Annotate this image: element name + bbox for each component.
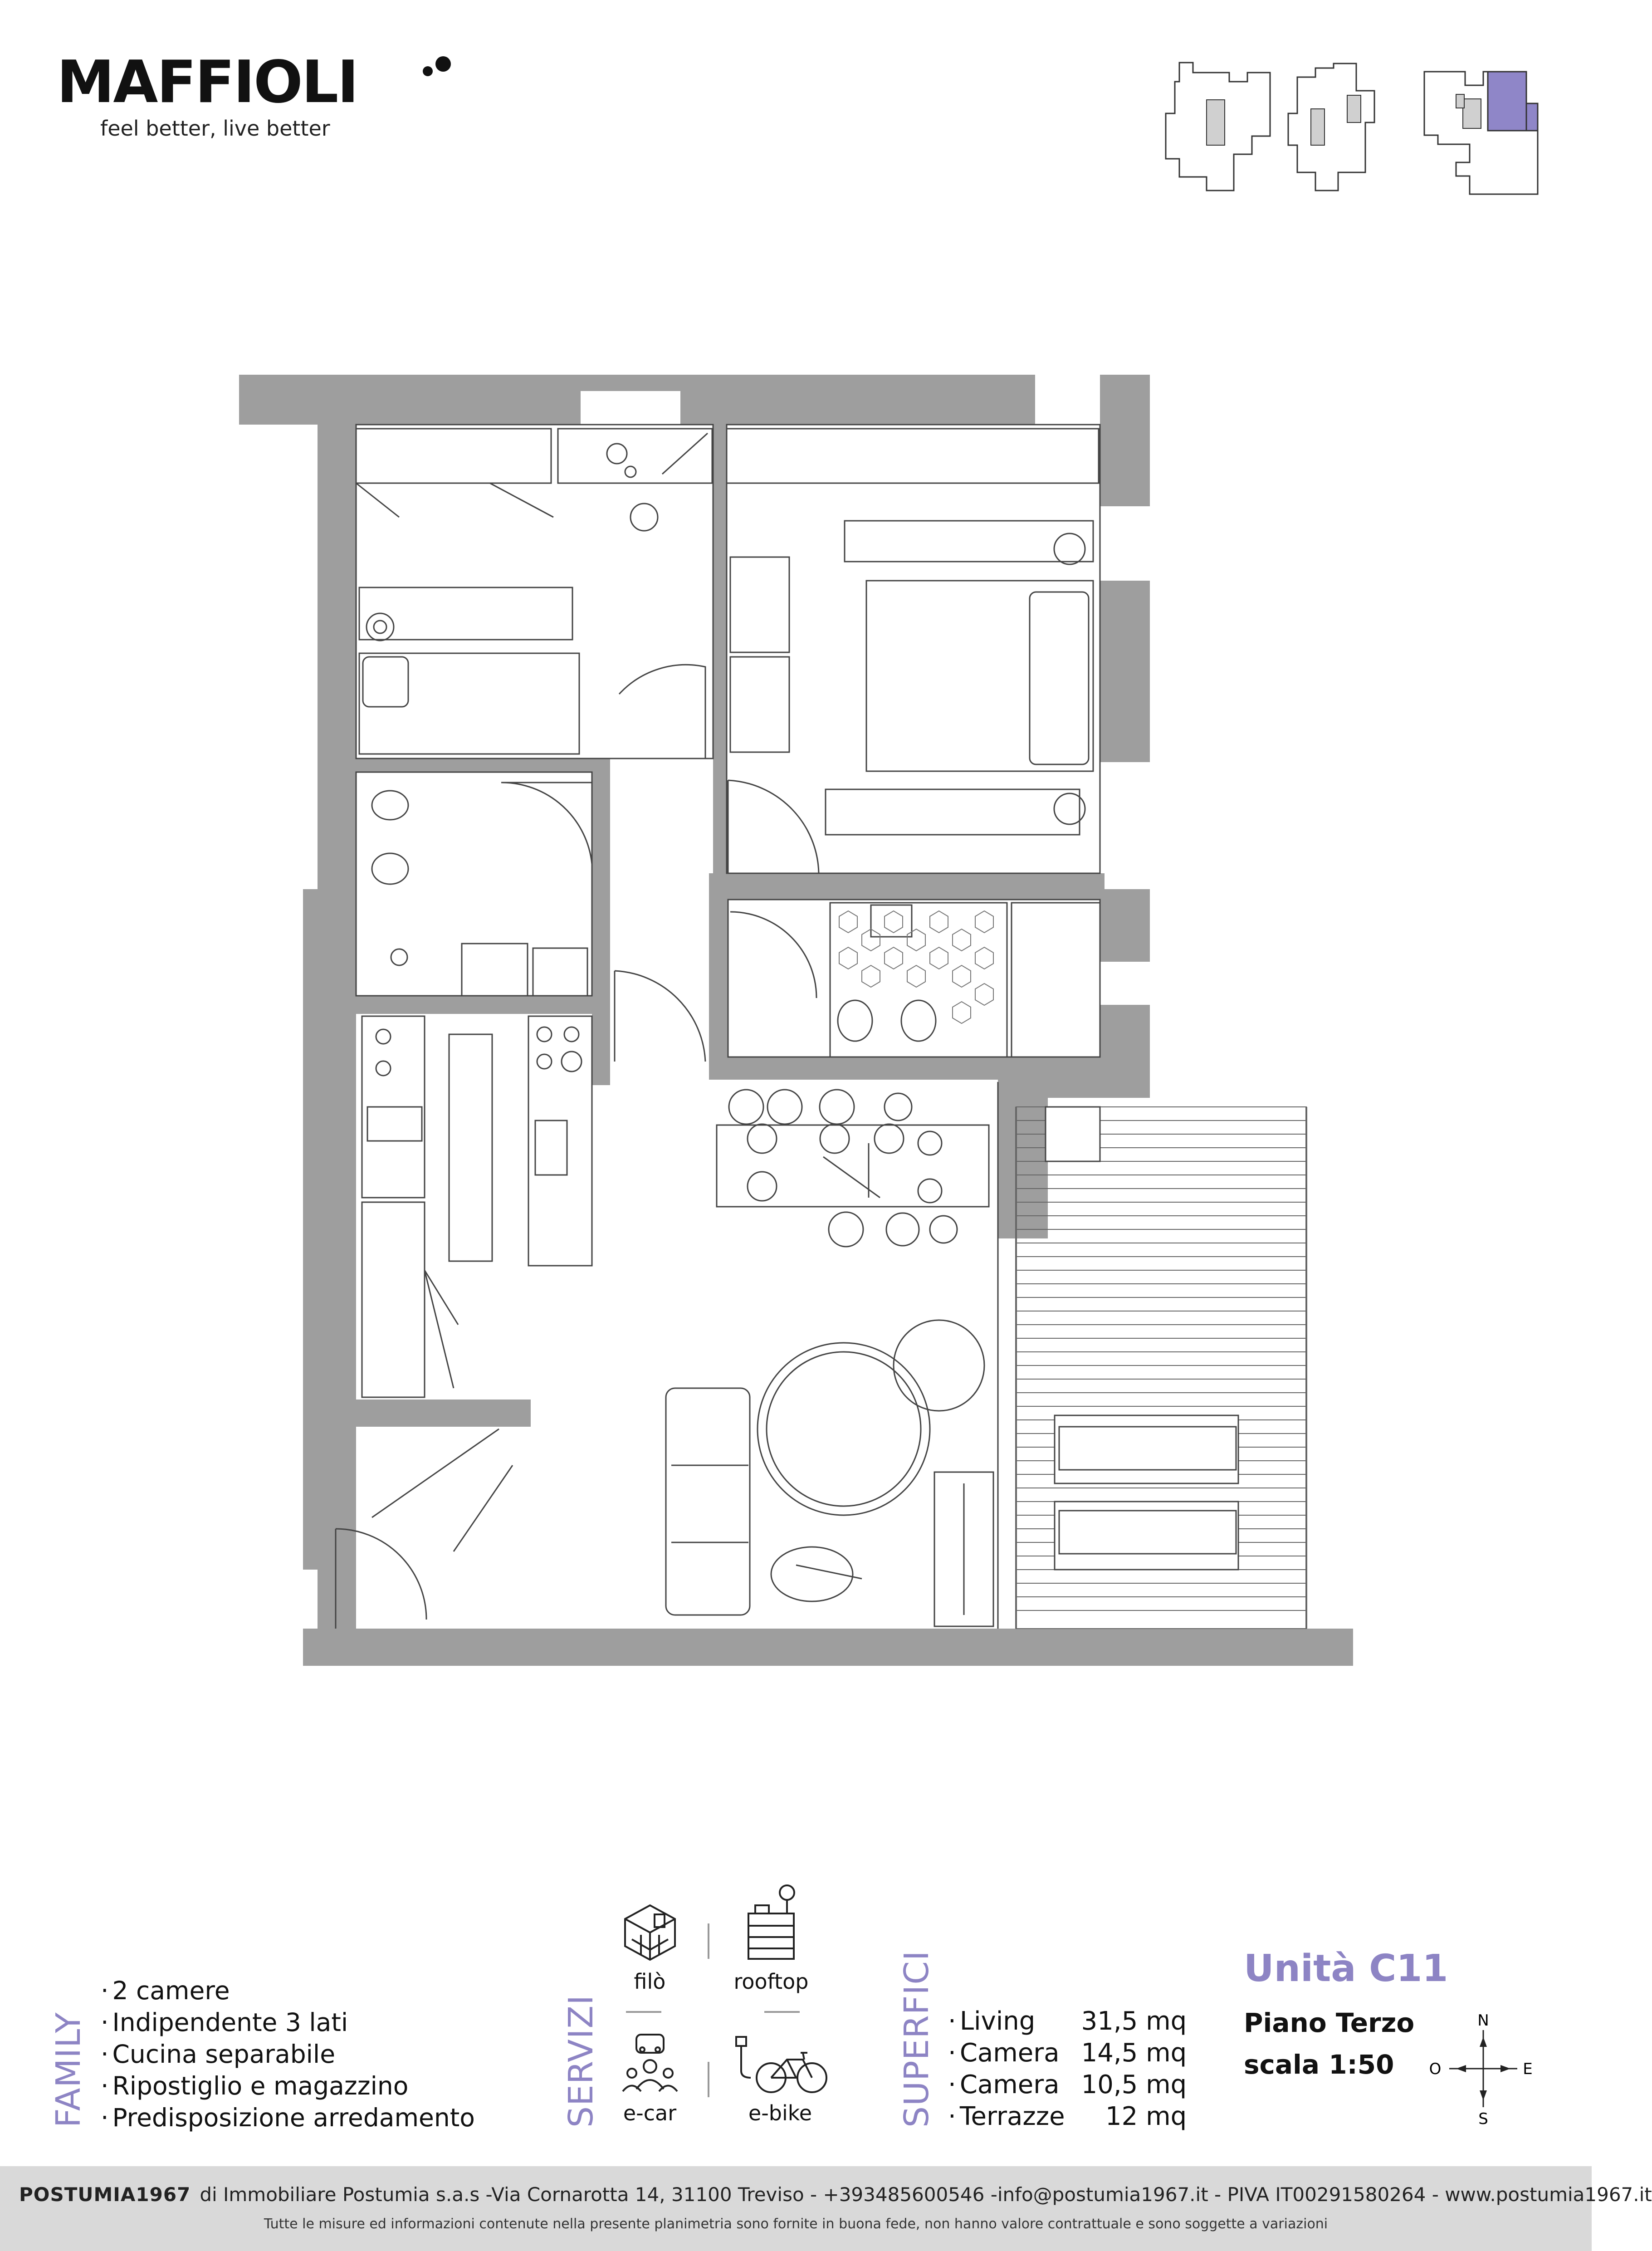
- compass-north: N: [1477, 2011, 1489, 2030]
- footer: POSTUMIA1967 di Immobiliare Postumia s.a.…: [0, 2166, 1652, 2251]
- brand-name: MAFFIOLI: [57, 49, 359, 116]
- service-filo: filò: [610, 1896, 689, 1994]
- floor-plan: [239, 375, 1353, 1666]
- service-divider: [708, 1923, 709, 1959]
- superfici-value: 14,5 mq: [1081, 2038, 1187, 2068]
- superfici-name: Camera: [948, 2069, 1065, 2101]
- compass-south: S: [1478, 2110, 1488, 2128]
- family-item: Predisposizione arredamento: [101, 2102, 474, 2134]
- compass-west: O: [1429, 2060, 1442, 2078]
- superfici-table: Living 31,5 mq Camera 14,5 mq Camera 10,…: [948, 2006, 1187, 2133]
- footer-info: di Immobiliare Postumia s.a.s -Via Corna…: [200, 2183, 1652, 2206]
- service-e-bike: e-bike: [726, 2028, 835, 2125]
- superfici-label: SUPERFICI: [897, 1950, 936, 2128]
- filo-icon: [624, 1904, 676, 1961]
- superfici-row: Camera 10,5 mq: [948, 2069, 1187, 2101]
- service-rooftop-label: rooftop: [733, 1969, 809, 1994]
- family-item: 2 camere: [101, 1975, 475, 2006]
- unit-title: Unità C11: [1244, 1947, 1448, 1990]
- rooftop-icon: [748, 1884, 795, 1960]
- brand-logo: MAFFIOLI feel better, live better: [57, 49, 451, 141]
- family-item: Indipendente 3 lati: [101, 2006, 475, 2038]
- superfici-row: Living 31,5 mq: [948, 2006, 1187, 2037]
- superfici-row: Camera 14,5 mq: [948, 2037, 1187, 2069]
- compass-icon: N S E O: [1429, 2011, 1533, 2128]
- superfici-name: Terrazze: [948, 2101, 1065, 2133]
- service-divider: [708, 2062, 709, 2097]
- footer-disclaimer: Tutte le misure ed informazioni contenut…: [264, 2216, 1328, 2232]
- service-rooftop: rooftop: [726, 1883, 816, 1994]
- superfici-name: Camera: [948, 2037, 1065, 2069]
- service-divider: [626, 2011, 661, 2013]
- floor-label: Piano Terzo: [1244, 2007, 1415, 2038]
- service-divider: [764, 2011, 800, 2013]
- unit-keyplan: [1423, 71, 1539, 195]
- superfici-name: Living: [948, 2006, 1065, 2037]
- service-e-bike-label: e-bike: [748, 2101, 812, 2125]
- compass-east: E: [1523, 2060, 1532, 2078]
- family-label: FAMILY: [49, 2012, 88, 2128]
- superfici-value: 12 mq: [1105, 2102, 1187, 2131]
- walls: [239, 375, 1353, 1666]
- family-list: 2 camere Indipendente 3 lati Cucina sepa…: [101, 1975, 475, 2134]
- servizi-label: SERVIZI: [562, 1994, 601, 2128]
- e-car-icon: [621, 2034, 678, 2092]
- scale-label: scala 1:50: [1244, 2049, 1394, 2080]
- e-bike-icon: [735, 2036, 827, 2093]
- footer-info-line: POSTUMIA1967 di Immobiliare Postumia s.a.…: [19, 2183, 1652, 2206]
- family-item: Ripostiglio e magazzino: [101, 2070, 475, 2102]
- service-e-car-label: e-car: [623, 2101, 677, 2125]
- superfici-value: 31,5 mq: [1081, 2006, 1187, 2036]
- superfici-row: Terrazze 12 mq: [948, 2101, 1187, 2133]
- family-item: Cucina separabile: [101, 2038, 475, 2070]
- superfici-value: 10,5 mq: [1081, 2070, 1187, 2099]
- service-filo-label: filò: [634, 1969, 666, 1994]
- service-e-car: e-car: [610, 2028, 689, 2125]
- bathroom-tiles: [839, 910, 994, 1024]
- footer-brand: POSTUMIA1967: [19, 2183, 191, 2206]
- brand-tagline: feel better, live better: [100, 116, 330, 141]
- building-keyplan: [1165, 62, 1375, 191]
